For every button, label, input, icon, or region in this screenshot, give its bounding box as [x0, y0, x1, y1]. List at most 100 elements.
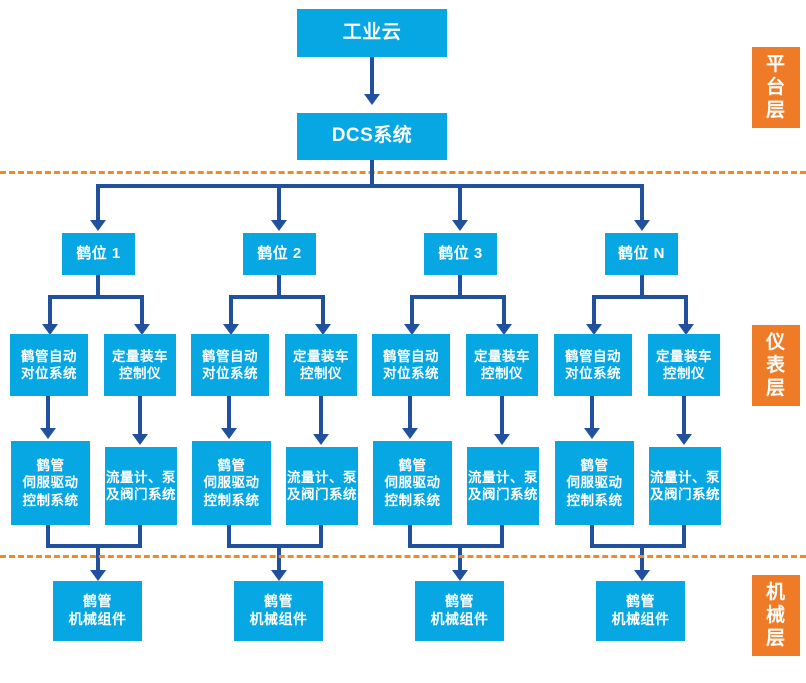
arrowhead-instrument-8 [678, 324, 694, 335]
layer-tag-instrument-char-1: 仪 [765, 331, 786, 353]
arrowhead-station-4 [634, 220, 650, 231]
arrowhead-control-8 [676, 434, 692, 445]
connector-control-4-merge [319, 525, 323, 548]
connector-control-8-merge [682, 525, 686, 548]
arrowhead-station-3 [452, 220, 468, 231]
node-station-3: 鹤位 3 [424, 233, 497, 275]
node-industrial-cloud: 工业云 [297, 9, 447, 57]
node-instrument-5: 鹤管自动 对位系统 [372, 334, 450, 396]
connector-station-1-right [140, 295, 144, 326]
connector-station-1-left [48, 295, 52, 326]
node-instrument-7: 鹤管自动 对位系统 [554, 334, 632, 396]
layer-tag-mechanical-char-2: 械 [765, 604, 786, 626]
connector-station-4-right [684, 295, 688, 326]
bus-merge-group-4 [590, 544, 686, 548]
node-control-1: 鹤管 伺服驱动 控制系统 [11, 441, 90, 525]
node-instrument-4: 定量装车 控制仪 [285, 334, 357, 396]
connector-station-4-stem [640, 275, 644, 297]
arrowhead-station-2 [271, 220, 287, 231]
node-control-5: 鹤管 伺服驱动 控制系统 [373, 441, 452, 525]
bus-merge-group-2 [227, 544, 323, 548]
arrowhead-instrument-7 [586, 324, 602, 335]
arrowhead-mechanical-3 [452, 570, 468, 581]
layer-tag-instrument-char-2: 表 [765, 354, 786, 376]
arrowhead-control-7 [584, 428, 600, 439]
arrowhead-control-4 [313, 434, 329, 445]
node-control-3: 鹤管 伺服驱动 控制系统 [192, 441, 271, 525]
connector-station-1-stem [96, 275, 100, 297]
node-mechanical-3: 鹤管 机械组件 [415, 581, 504, 641]
bus-stations [96, 184, 644, 188]
node-mechanical-2: 鹤管 机械组件 [234, 581, 323, 641]
layer-tag-mechanical: 机 械 层 [752, 575, 800, 656]
connector-station-3-right [502, 295, 506, 326]
node-instrument-8: 定量装车 控制仪 [648, 334, 720, 396]
node-station-1: 鹤位 1 [62, 233, 135, 275]
node-instrument-3: 鹤管自动 对位系统 [191, 334, 269, 396]
connector-instrument-7-to-control-7 [590, 396, 594, 430]
node-control-6: 流量计、泵 及阀门系统 [467, 447, 539, 525]
arrowhead-instrument-6 [496, 324, 512, 335]
connector-merge-4-to-mech-4 [640, 544, 644, 572]
bus-station-2-split [229, 295, 325, 299]
layer-tag-mechanical-char-1: 机 [765, 581, 786, 603]
connector-merge-3-to-mech-3 [458, 544, 462, 572]
connector-station-3-left [410, 295, 414, 326]
connector-station-2-right [321, 295, 325, 326]
node-instrument-1: 鹤管自动 对位系统 [10, 334, 88, 396]
node-control-2: 流量计、泵 及阀门系统 [105, 447, 177, 525]
connector-dcs-to-bus [370, 160, 374, 186]
node-control-8: 流量计、泵 及阀门系统 [649, 447, 721, 525]
arrowhead-instrument-5 [404, 324, 420, 335]
connector-instrument-6-to-control-6 [500, 396, 504, 436]
connector-control-7-merge [590, 525, 594, 548]
bus-station-1-split [48, 295, 144, 299]
node-mechanical-4: 鹤管 机械组件 [596, 581, 685, 641]
layer-tag-instrument-char-3: 层 [765, 378, 786, 400]
arrowhead-station-1 [90, 220, 106, 231]
layer-tag-instrument: 仪 表 层 [752, 325, 800, 406]
bus-merge-group-3 [408, 544, 504, 548]
layer-tag-platform-char-3: 层 [765, 100, 786, 122]
connector-control-2-merge [138, 525, 142, 548]
arrowhead-control-6 [494, 434, 510, 445]
connector-instrument-5-to-control-5 [408, 396, 412, 430]
bus-station-4-split [592, 295, 688, 299]
connector-control-5-merge [408, 525, 412, 548]
connector-instrument-4-to-control-4 [319, 396, 323, 436]
connector-bus-to-station-3 [458, 184, 462, 222]
arrowhead-cloud-to-dcs [364, 94, 380, 105]
arrowhead-control-3 [221, 428, 237, 439]
arrowhead-instrument-3 [223, 324, 239, 335]
connector-control-3-merge [227, 525, 231, 548]
arrowhead-mechanical-2 [271, 570, 287, 581]
node-station-2: 鹤位 2 [243, 233, 316, 275]
connector-station-4-left [592, 295, 596, 326]
arrowhead-control-5 [402, 428, 418, 439]
node-instrument-6: 定量装车 控制仪 [466, 334, 538, 396]
connector-instrument-2-to-control-2 [138, 396, 142, 436]
node-mechanical-1: 鹤管 机械组件 [53, 581, 142, 641]
connector-station-2-left [229, 295, 233, 326]
bus-station-3-split [410, 295, 506, 299]
connector-instrument-3-to-control-3 [227, 396, 231, 430]
arrowhead-mechanical-4 [634, 570, 650, 581]
connector-bus-to-station-1 [96, 184, 100, 222]
bus-merge-group-1 [46, 544, 142, 548]
connector-cloud-to-dcs [370, 57, 374, 96]
connector-control-1-merge [46, 525, 50, 548]
divider-platform-instrument [0, 171, 806, 174]
connector-merge-1-to-mech-1 [96, 544, 100, 572]
arrowhead-mechanical-1 [90, 570, 106, 581]
arrowhead-control-1 [40, 428, 56, 439]
layer-tag-platform: 平 台 层 [752, 47, 800, 128]
arrowhead-instrument-1 [42, 324, 58, 335]
arrowhead-instrument-4 [315, 324, 331, 335]
connector-station-3-stem [458, 275, 462, 297]
arrowhead-instrument-2 [134, 324, 150, 335]
connector-control-6-merge [500, 525, 504, 548]
node-dcs-system: DCS系统 [297, 113, 447, 160]
node-control-7: 鹤管 伺服驱动 控制系统 [555, 441, 634, 525]
layer-tag-platform-char-2: 台 [765, 76, 786, 98]
